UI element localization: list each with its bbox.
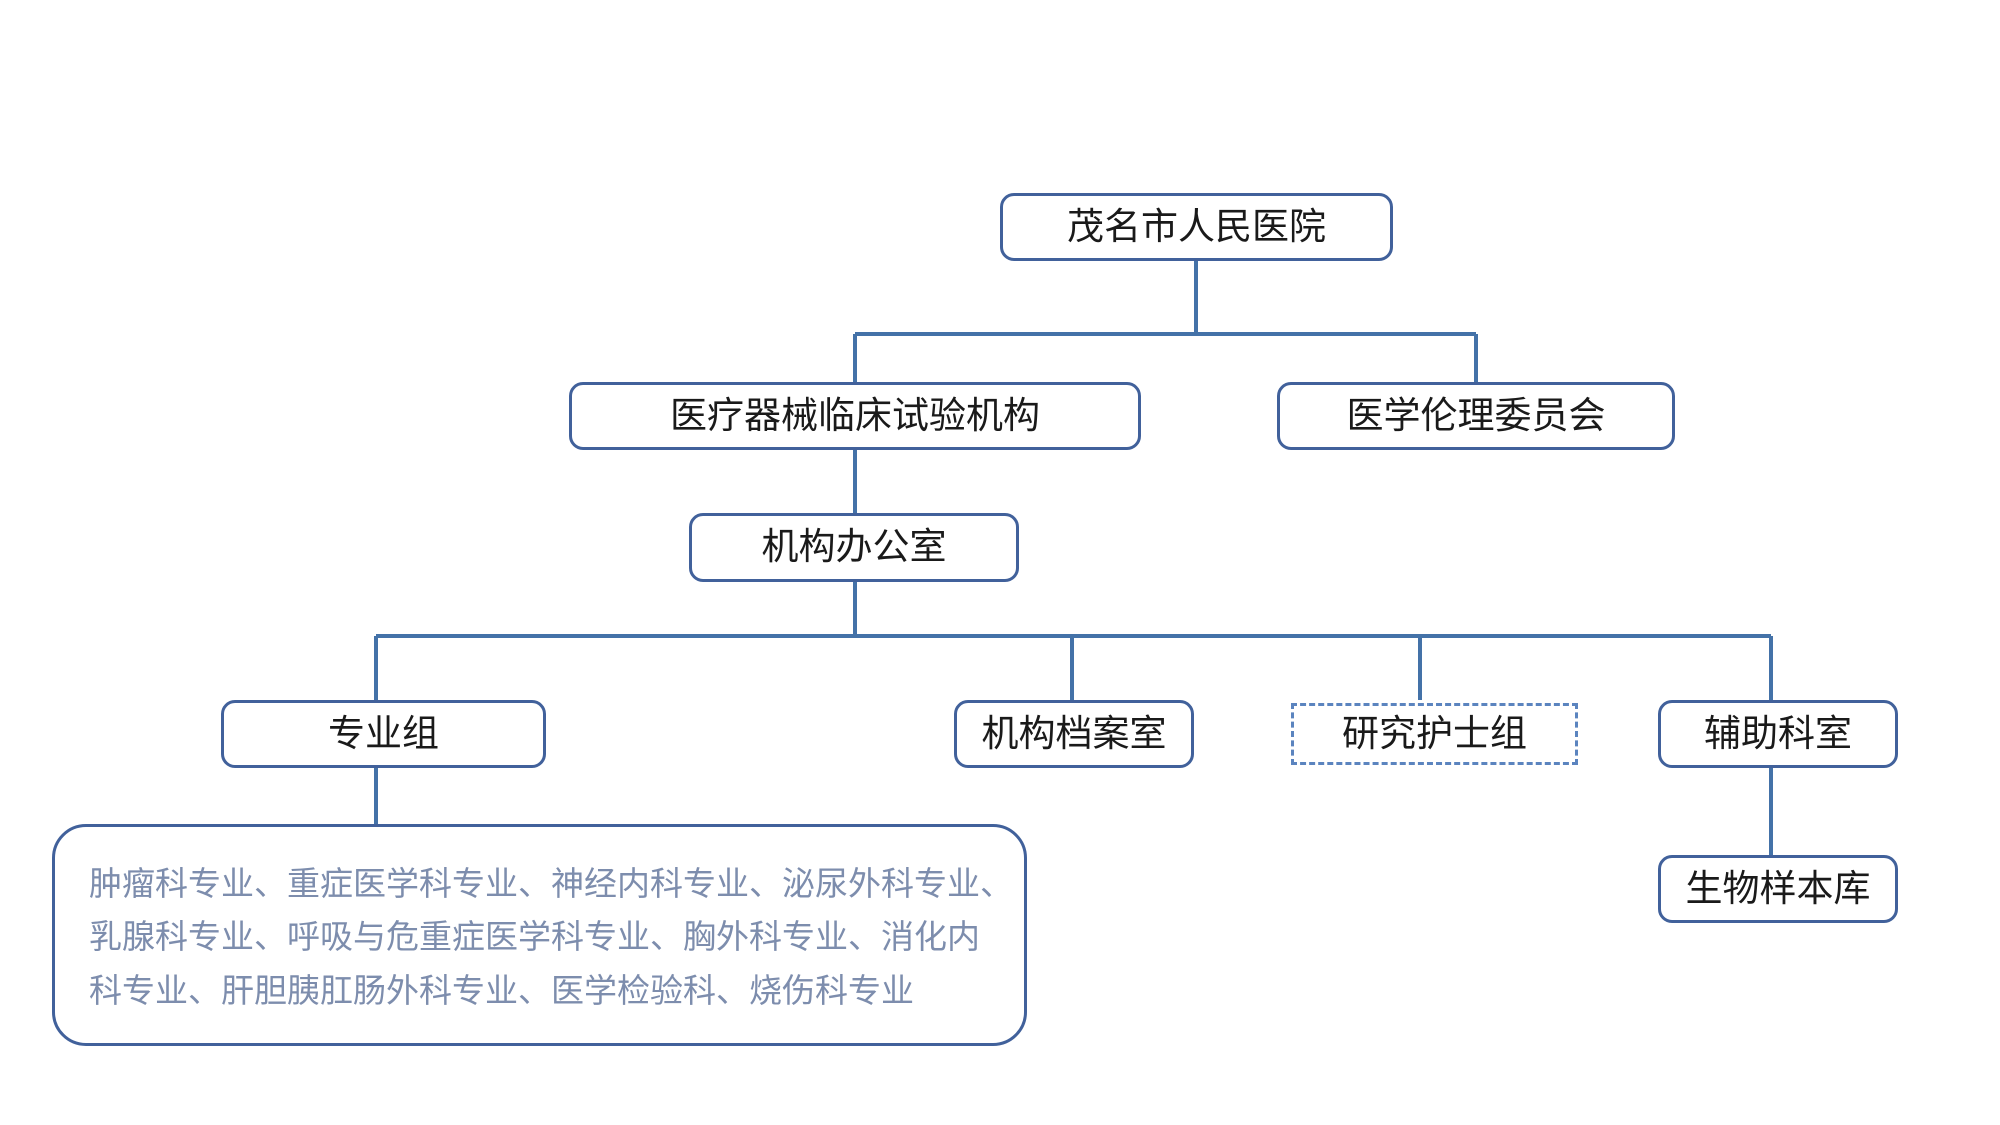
node-biobank-label: 生物样本库 — [1685, 867, 1871, 909]
node-office-label: 机构办公室 — [761, 526, 947, 568]
node-specialty-group[interactable]: 专业组 — [221, 700, 546, 768]
node-research-nurse-label: 研究护士组 — [1342, 712, 1527, 754]
node-auxiliary[interactable]: 辅助科室 — [1658, 700, 1898, 768]
node-hospital-label: 茂名市人民医院 — [1067, 205, 1326, 247]
node-ethics-label: 医学伦理委员会 — [1346, 394, 1606, 436]
node-archive[interactable]: 机构档案室 — [954, 700, 1194, 768]
specialty-list-line-1: 肿瘤科专业、重症医学科专业、神经内科专业、泌尿外科专业、 — [89, 865, 1013, 902]
node-biobank[interactable]: 生物样本库 — [1658, 855, 1898, 923]
node-archive-label: 机构档案室 — [981, 712, 1167, 754]
specialty-list-line-2: 乳腺科专业、呼吸与危重症医学科专业、胸外科专业、消化内 — [89, 918, 980, 956]
node-device-trial-label: 医疗器械临床试验机构 — [670, 394, 1040, 436]
node-office[interactable]: 机构办公室 — [689, 513, 1019, 582]
node-ethics[interactable]: 医学伦理委员会 — [1277, 382, 1675, 450]
node-device-trial[interactable]: 医疗器械临床试验机构 — [569, 382, 1141, 450]
node-auxiliary-label: 辅助科室 — [1704, 712, 1852, 754]
node-research-nurse[interactable]: 研究护士组 — [1291, 703, 1578, 765]
specialty-list-line-3: 科专业、肝胆胰肛肠外科专业、医学检验科、烧伤科专业 — [89, 971, 914, 1009]
specialty-list-box[interactable]: 肿瘤科专业、重症医学科专业、神经内科专业、泌尿外科专业、 乳腺科专业、呼吸与危重… — [52, 824, 1027, 1046]
node-specialty-group-label: 专业组 — [328, 712, 439, 754]
node-hospital[interactable]: 茂名市人民医院 — [1000, 193, 1393, 261]
